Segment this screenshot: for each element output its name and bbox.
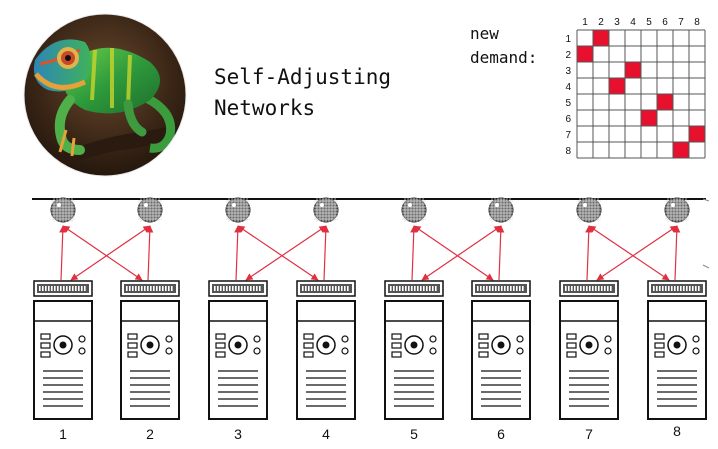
server-icon [208, 300, 268, 420]
disco-ball-icon [401, 197, 427, 223]
demand-label: new demand: [470, 22, 537, 70]
matrix-col-label: 2 [598, 17, 604, 28]
matrix-row-label: 8 [565, 146, 571, 157]
demand-cell-4-3 [609, 78, 625, 94]
server-label: 5 [410, 426, 418, 442]
rack-switch-icon [559, 280, 619, 297]
server-label: 8 [673, 423, 681, 439]
link-1-2 [62, 225, 143, 281]
demand-cell-6-5 [641, 110, 657, 126]
rack-switch-icon [120, 280, 180, 297]
server-label: 2 [146, 426, 154, 442]
link-6-6 [497, 225, 505, 281]
disco-ball-icon [664, 197, 690, 223]
demand-cell-7-8 [689, 126, 705, 142]
demand-cell-5-6 [657, 94, 673, 110]
link-2-2 [146, 225, 154, 281]
disco-ball-icon [225, 197, 251, 223]
rack-switch-icon [296, 280, 356, 297]
link-5-5 [410, 225, 418, 281]
matrix-col-label: 3 [614, 17, 620, 28]
matrix-col-label: 5 [646, 17, 652, 28]
matrix-row-label: 4 [565, 82, 571, 93]
server-icon [120, 300, 180, 420]
link-1-1 [59, 225, 67, 281]
edge-tick [702, 264, 710, 269]
matrix-col-label: 7 [678, 17, 684, 28]
server-label: 6 [497, 426, 505, 442]
disco-ball-icon [50, 197, 76, 223]
server-icon [559, 300, 619, 420]
rack-switch-icon [208, 280, 268, 297]
server-icon [384, 300, 444, 420]
matrix-row-label: 3 [565, 66, 571, 77]
matrix-row-label: 1 [565, 34, 571, 45]
link-2-1 [70, 225, 151, 281]
matrix-row-label: 6 [565, 114, 571, 125]
server-icon [296, 300, 356, 420]
link-6-5 [421, 225, 502, 281]
link-7-8 [588, 225, 670, 281]
demand-label-line-1: new [470, 24, 499, 43]
demand-label-line-2: demand: [470, 48, 538, 67]
matrix-col-label: 4 [630, 17, 636, 28]
rack-switch-icon [384, 280, 444, 297]
server-label: 7 [585, 426, 593, 442]
title-line-1: Self-Adjusting [214, 65, 392, 89]
link-8-7 [596, 225, 678, 281]
matrix-row-label: 5 [565, 98, 571, 109]
edge-tick [702, 198, 710, 202]
link-4-3 [245, 225, 327, 281]
matrix-col-label: 8 [694, 17, 700, 28]
matrix-col-label: 6 [662, 17, 668, 28]
demand-cell-2-1 [577, 46, 593, 62]
server-label: 3 [234, 426, 242, 442]
disco-ball-icon [313, 197, 339, 223]
server-label: 4 [322, 426, 330, 442]
link-7-7 [585, 225, 593, 281]
demand-cell-8-7 [673, 142, 689, 158]
server-icon [471, 300, 531, 420]
matrix-row-label: 7 [565, 130, 571, 141]
link-3-3 [234, 225, 242, 281]
server-icon [647, 300, 707, 420]
page-title: Self-Adjusting Networks [214, 62, 391, 124]
disco-ball-icon [576, 197, 602, 223]
link-4-4 [322, 225, 330, 281]
server-label: 1 [59, 426, 67, 442]
demand-cell-3-4 [625, 62, 641, 78]
disco-ball-icon [488, 197, 514, 223]
disco-ball-icon [137, 197, 163, 223]
demand-cell-1-2 [593, 30, 609, 46]
matrix-row-label: 2 [565, 50, 571, 61]
title-line-2: Networks [214, 96, 316, 120]
rack-switch-icon [471, 280, 531, 297]
link-8-8 [673, 225, 681, 281]
rack-switch-icon [33, 280, 93, 297]
link-3-4 [237, 225, 319, 281]
rack-switch-icon [647, 280, 707, 297]
link-5-6 [413, 225, 494, 281]
server-icon [33, 300, 93, 420]
matrix-col-label: 1 [582, 17, 588, 28]
